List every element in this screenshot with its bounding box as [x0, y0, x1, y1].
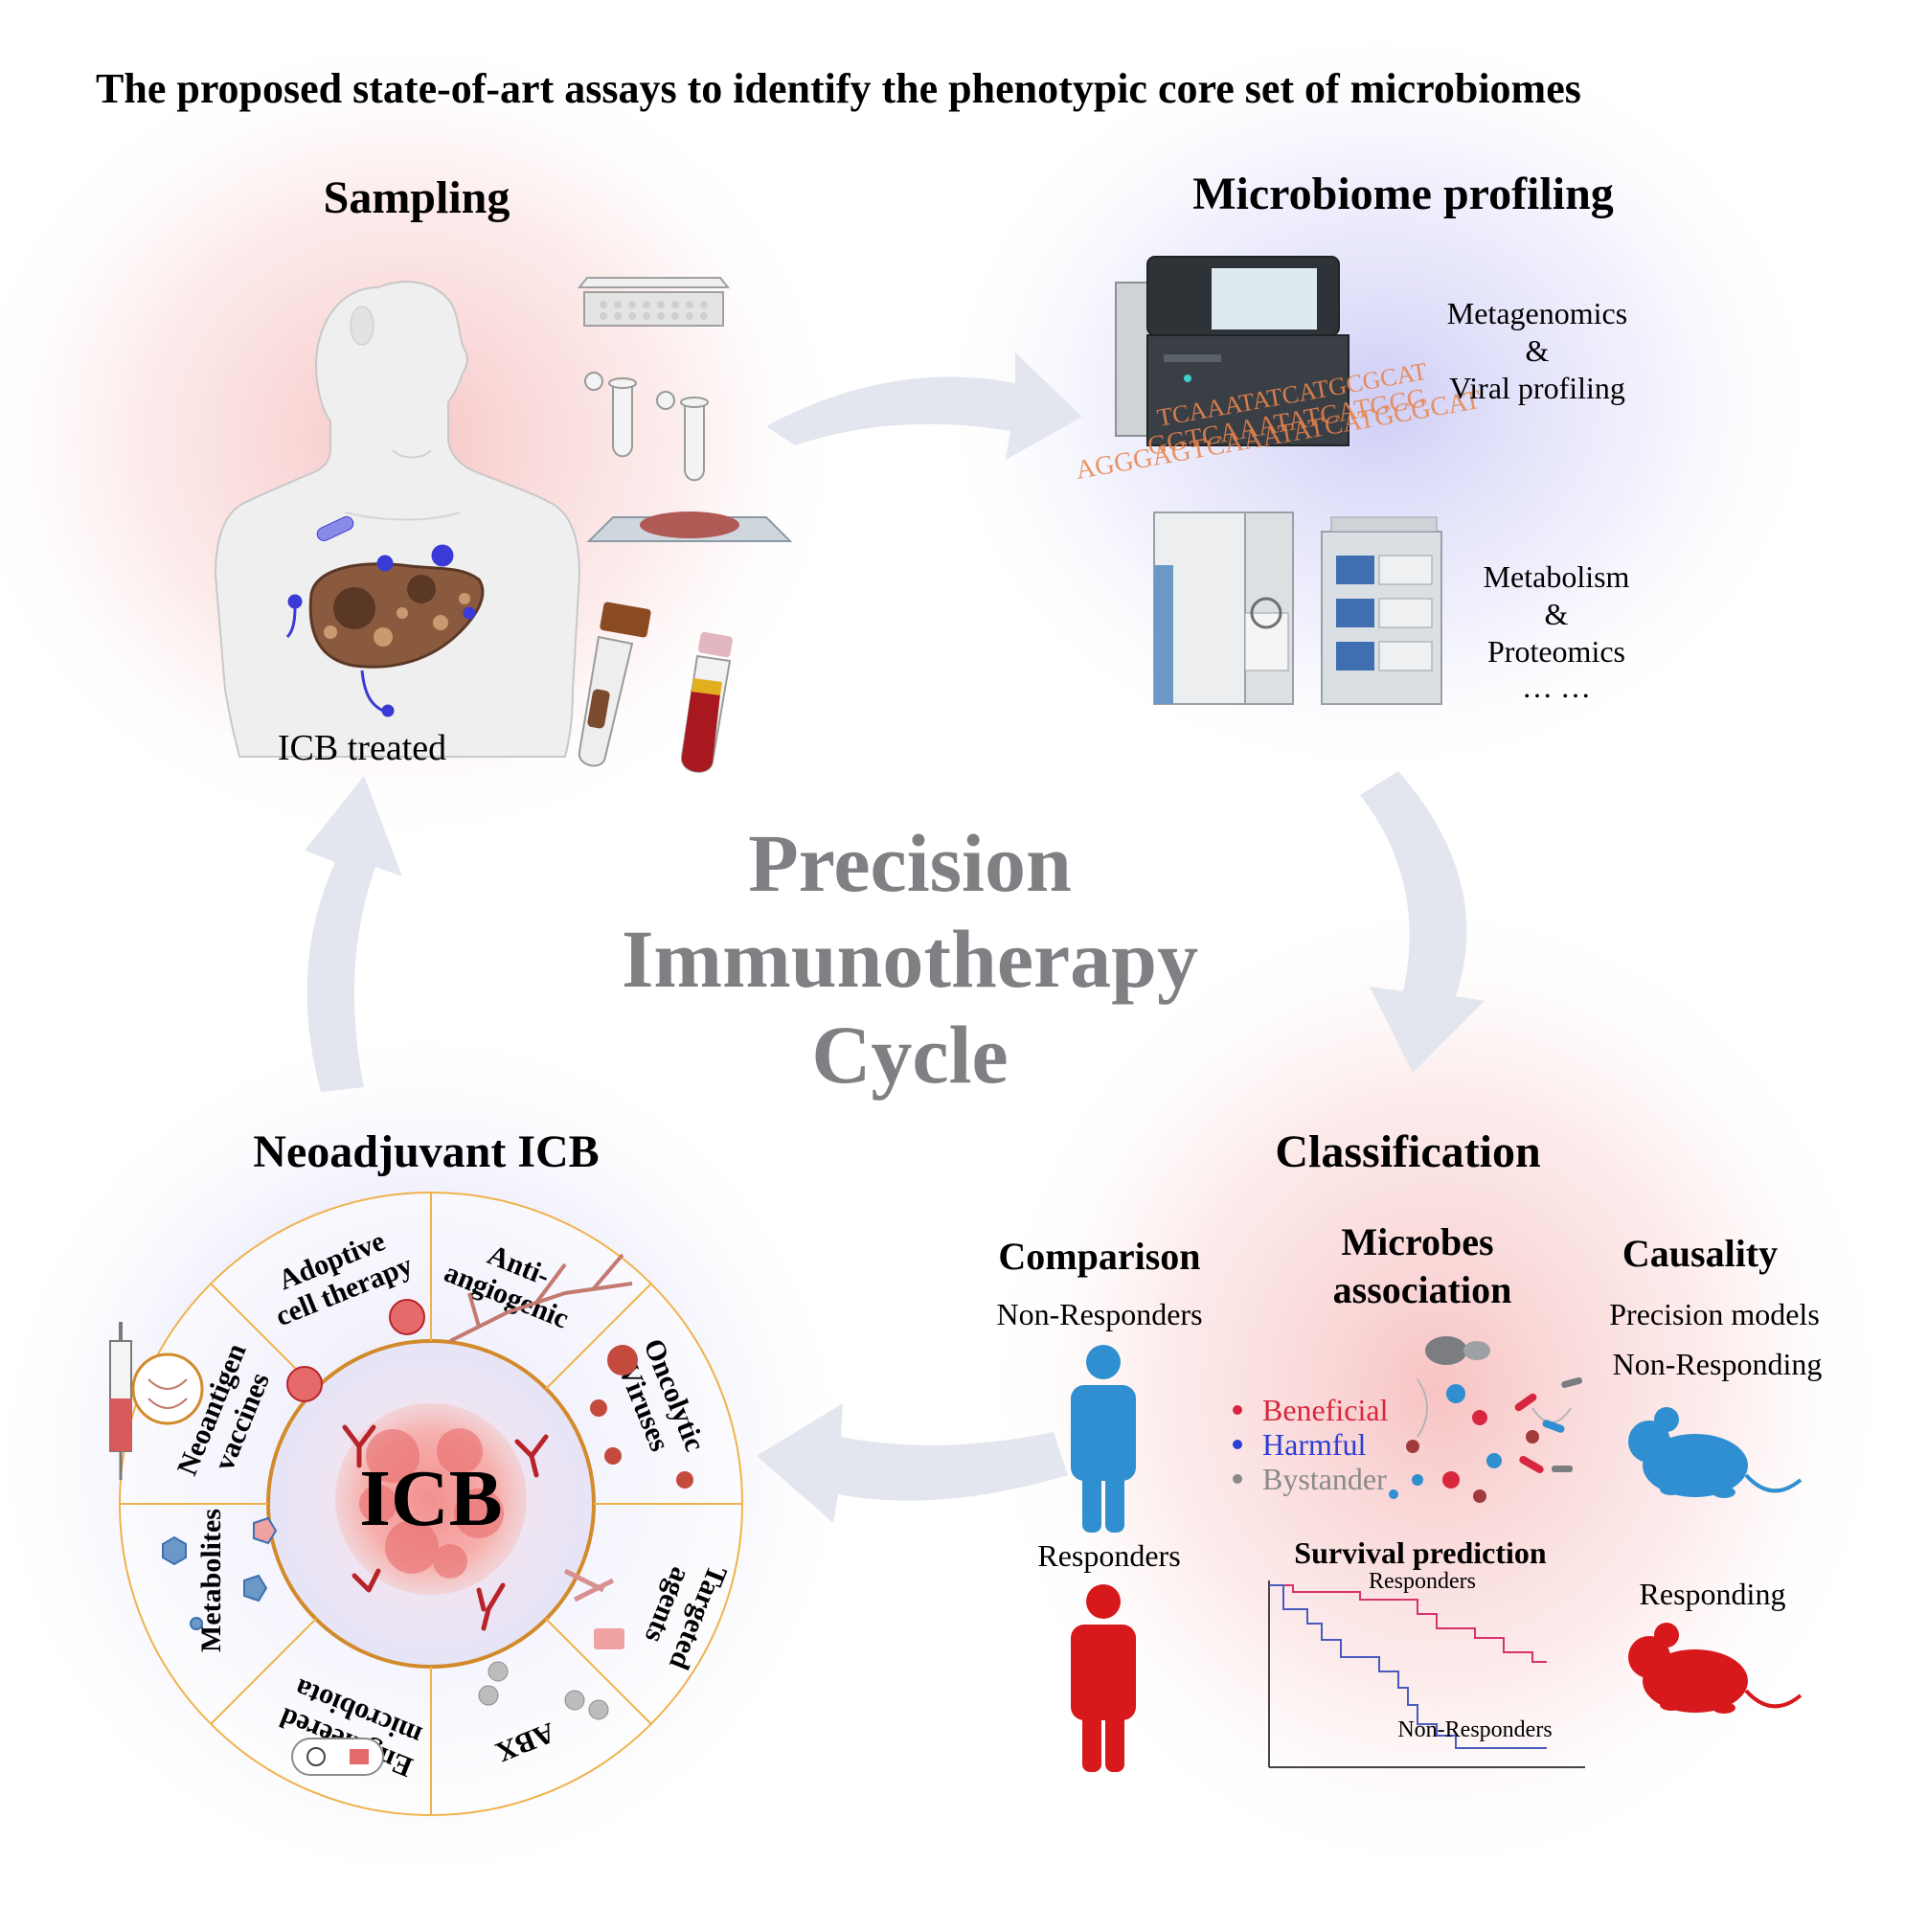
virus-icon-3 [604, 1447, 622, 1465]
survival-curve-nonresponders [1269, 1584, 1547, 1749]
method-ampersand-2: & [1545, 597, 1569, 631]
method-metagenomics: Metagenomics [1447, 296, 1627, 330]
survival-curve-responders [1269, 1584, 1547, 1663]
arrow-neoadjuvant-to-sampling [305, 776, 402, 1092]
engineered-microbe-capsule-icon [291, 1738, 384, 1776]
nonresponding-mouse-icon [1628, 1407, 1803, 1498]
association-legend: Beneficial Harmful Bystander [1233, 1393, 1389, 1496]
causality-line-1: Precision models [1609, 1297, 1820, 1331]
segment-metabolites: Metabolites [195, 1509, 227, 1652]
responding-mouse-icon [1628, 1623, 1803, 1714]
blood-vessel-icon [449, 1253, 633, 1343]
human-torso-illustration [214, 281, 581, 758]
survival-label-responders: Responders [1369, 1569, 1476, 1594]
method-viral-profiling: Viral profiling [1449, 371, 1625, 405]
wheel-segment-icons [109, 1253, 693, 1776]
responding-label: Responding [1640, 1577, 1786, 1611]
icb-center-label: ICB [359, 1454, 502, 1543]
virus-icon-1 [607, 1345, 638, 1375]
nonresponder-person-icon [1071, 1345, 1136, 1533]
t-cell-icon-2 [389, 1299, 425, 1335]
tissue-slide-icon [586, 511, 793, 542]
causality-line-2: Non-Responding [1613, 1347, 1823, 1381]
cycle-arrows [305, 352, 1485, 1523]
method-ellipsis: … … [1522, 670, 1591, 704]
center-line-2: Immunotherapy [622, 913, 1198, 1005]
virus-icon-2 [590, 1399, 607, 1417]
well-plate-icon [577, 277, 731, 327]
targeted-card-icon [594, 1628, 624, 1649]
nonresponders-label: Non-Responders [996, 1297, 1202, 1331]
survival-label-nonresponders: Non-Responders [1397, 1717, 1552, 1742]
method-metabolism: Metabolism [1484, 559, 1630, 594]
survival-chart: Survival prediction Responders Non-Respo… [1268, 1535, 1585, 1768]
sequencing-methods-list: Metagenomics & Viral profiling [1447, 296, 1627, 405]
legend-bystander: Bystander [1262, 1462, 1387, 1496]
center-line-1: Precision [748, 817, 1072, 909]
metabolite-molecule-icons [162, 1516, 278, 1630]
blood-tube-icon [680, 631, 734, 773]
t-cell-icon-1 [286, 1366, 323, 1402]
stool-tube-icon [578, 602, 651, 767]
arrow-classification-to-neoadjuvant [757, 1403, 1068, 1523]
legend-harmful: Harmful [1262, 1427, 1367, 1462]
sampling-heading: Sampling [324, 172, 510, 223]
microtube-icons [584, 372, 709, 482]
center-title: Precision Immunotherapy Cycle [622, 817, 1198, 1101]
profiling-heading: Microbiome profiling [1192, 169, 1614, 219]
survival-title: Survival prediction [1294, 1535, 1547, 1570]
legend-dot-beneficial [1233, 1405, 1242, 1415]
therapy-wheel: ICB [119, 1192, 743, 1816]
center-line-3: Cycle [811, 1009, 1008, 1101]
neoadjuvant-heading: Neoadjuvant ICB [253, 1126, 599, 1177]
arrow-profiling-to-classification [1360, 771, 1485, 1073]
neoadjuvant-panel: Neoadjuvant ICB [109, 1126, 743, 1816]
sampling-caption: ICB treated [278, 728, 446, 768]
comparison-heading: Comparison [998, 1235, 1200, 1278]
omics-methods-list: Metabolism & Proteomics … … [1484, 559, 1630, 704]
classification-heading: Classification [1275, 1126, 1540, 1177]
legend-dot-harmful [1233, 1440, 1242, 1449]
virus-icon-4 [676, 1471, 693, 1489]
body-microbes [285, 516, 476, 717]
figure-title: The proposed state-of-art assays to iden… [96, 65, 1581, 112]
sequencer-machine-icon [1115, 256, 1349, 446]
mass-spectrometer-icon [1153, 511, 1442, 705]
targeted-agent-icon [563, 1568, 615, 1602]
method-proteomics: Proteomics [1487, 634, 1625, 669]
legend-dot-bystander [1233, 1474, 1242, 1484]
causality-heading: Causality [1622, 1232, 1778, 1275]
classification-panel: Classification Comparison Non-Responders… [996, 1126, 1822, 1772]
sampling-panel: Sampling [214, 172, 793, 773]
syringe-icon [109, 1322, 204, 1480]
method-ampersand-1: & [1526, 333, 1550, 368]
antibody-icons [342, 1424, 549, 1631]
legend-beneficial: Beneficial [1262, 1393, 1389, 1427]
association-heading-2: association [1333, 1268, 1512, 1311]
microbe-cluster-illustration [1389, 1336, 1582, 1503]
responder-person-icon [1071, 1584, 1136, 1772]
liver-illustration [308, 562, 485, 669]
responders-label: Responders [1037, 1538, 1180, 1573]
pill-icons [478, 1661, 609, 1720]
arrow-sampling-to-profiling [766, 352, 1082, 460]
association-heading-1: Microbes [1341, 1220, 1493, 1263]
